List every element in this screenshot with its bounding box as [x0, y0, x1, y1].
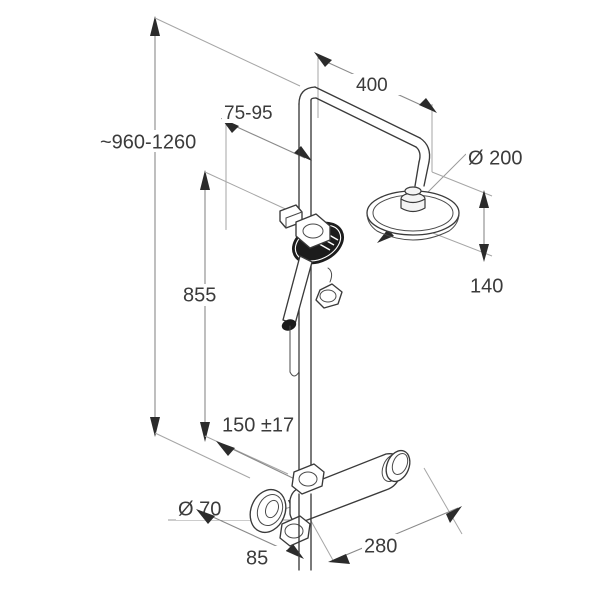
wall-offset-arrow-right	[294, 146, 312, 161]
slider-bracket-body	[295, 213, 331, 249]
valve-width-label: 280	[364, 535, 397, 557]
shower-arm-drop-left	[414, 161, 420, 187]
handle-diameter-label: Ø 70	[178, 498, 221, 520]
valve-width-arrow-right	[446, 506, 462, 523]
wall-offset-dim-line	[225, 121, 306, 159]
valve-width-label-bg	[362, 534, 418, 556]
riser-elbow-outer	[310, 97, 317, 101]
volume-handle-ring	[391, 452, 409, 476]
head-drop-ext-top	[431, 171, 493, 197]
valve-depth-label-bg	[242, 546, 286, 568]
temperature-handle-ring-outer	[256, 493, 284, 527]
overall-height-leader-top	[154, 17, 301, 87]
dimension-valve-depth: 85	[196, 509, 304, 569]
valve-inlet-opening	[284, 523, 304, 539]
arm-length-arrow-right	[419, 98, 437, 113]
temperature-handle-ring-inner	[264, 499, 280, 519]
rail-height-leader-top	[204, 171, 293, 213]
wall-offset-label-bg	[222, 102, 292, 123]
volume-handle-cylinder	[385, 449, 411, 483]
valve-depth-arrow-left	[196, 509, 215, 524]
dimension-head-drop: 140	[419, 171, 520, 297]
overall-height-arrow-top	[150, 16, 160, 36]
dimension-shower-arm-length: 400	[314, 52, 437, 172]
shower-head-ball-joint	[404, 186, 422, 196]
shower-arm-elbow-inner	[415, 146, 421, 163]
hose-outlet-stem	[327, 267, 333, 283]
riser-elbow-inner	[298, 86, 316, 105]
head-drop-label-bg	[468, 274, 520, 296]
shower-hose-bottom	[289, 371, 300, 377]
dimension-wall-offset-top: 75-95	[221, 102, 312, 230]
overall-height-arrow-bottom	[150, 417, 160, 437]
hose-outlet-opening	[319, 289, 337, 303]
valve-width-ext-right	[423, 467, 463, 535]
temperature-handle	[249, 488, 287, 534]
valve-offset-label-bg	[220, 414, 324, 436]
slider-bracket	[295, 213, 331, 249]
head-diameter-label-bg	[466, 146, 552, 168]
shower-head-disc-side	[366, 212, 460, 241]
valve-inlet-stub	[279, 515, 311, 547]
shower-hose	[289, 325, 300, 377]
rail-height-label-bg	[180, 284, 232, 306]
wall-bracket-top-edge	[285, 211, 303, 219]
dimension-overall-height: ~960-1260	[96, 16, 301, 479]
handle-diameter-label-bg	[176, 498, 256, 520]
hand-shower-handle	[282, 255, 313, 325]
shower-head-hub-body	[400, 198, 426, 213]
volume-handle	[385, 449, 411, 483]
hose-outlet-body	[315, 283, 343, 309]
shower-arm-drop-right	[423, 161, 430, 187]
overall-height-leader-bottom	[154, 432, 251, 479]
arm-length-label-bg	[352, 74, 404, 95]
head-drop-label: 140	[470, 275, 503, 297]
arm-length-arrow-left	[314, 52, 332, 67]
shower-arm	[314, 86, 431, 187]
overall-height-label-bg	[96, 130, 214, 152]
valve-width-arrow-left	[328, 554, 350, 564]
rail-height-arrow-bottom	[200, 422, 210, 442]
shower-arm-bottom-edge	[315, 97, 417, 148]
shower-arm-elbow-outer	[419, 137, 431, 163]
dimension-valve-offset: 150 ±17	[216, 414, 334, 498]
valve-offset-arrow-left	[216, 441, 235, 456]
head-drop-arrow-bottom	[479, 244, 489, 262]
rain-shower-head	[366, 186, 460, 241]
riser-junction-opening	[298, 471, 318, 487]
riser-junction-collar	[291, 463, 325, 495]
thermostat-valve	[249, 449, 411, 547]
valve-offset-label: 150 ±17	[222, 414, 294, 436]
valve-depth-label: 85	[246, 547, 268, 569]
valve-depth-arrow-right	[286, 544, 304, 559]
overall-height-label: ~960-1260	[100, 131, 196, 153]
dimension-valve-width: 280	[295, 467, 463, 564]
shower-arm-top-edge	[314, 86, 421, 139]
rail-height-label: 855	[183, 284, 216, 306]
head-diameter-label: Ø 200	[468, 147, 522, 169]
slider-bracket-ring	[302, 223, 324, 239]
riser-lower-extension	[298, 493, 312, 571]
hose-outlet-elbow	[315, 267, 343, 309]
arm-length-label: 400	[356, 75, 388, 96]
rail-height-arrow-top	[200, 170, 210, 190]
head-drop-arrow-top	[479, 190, 489, 208]
hand-shower-handle-end	[281, 319, 297, 331]
wall-offset-label: 75-95	[224, 103, 273, 124]
